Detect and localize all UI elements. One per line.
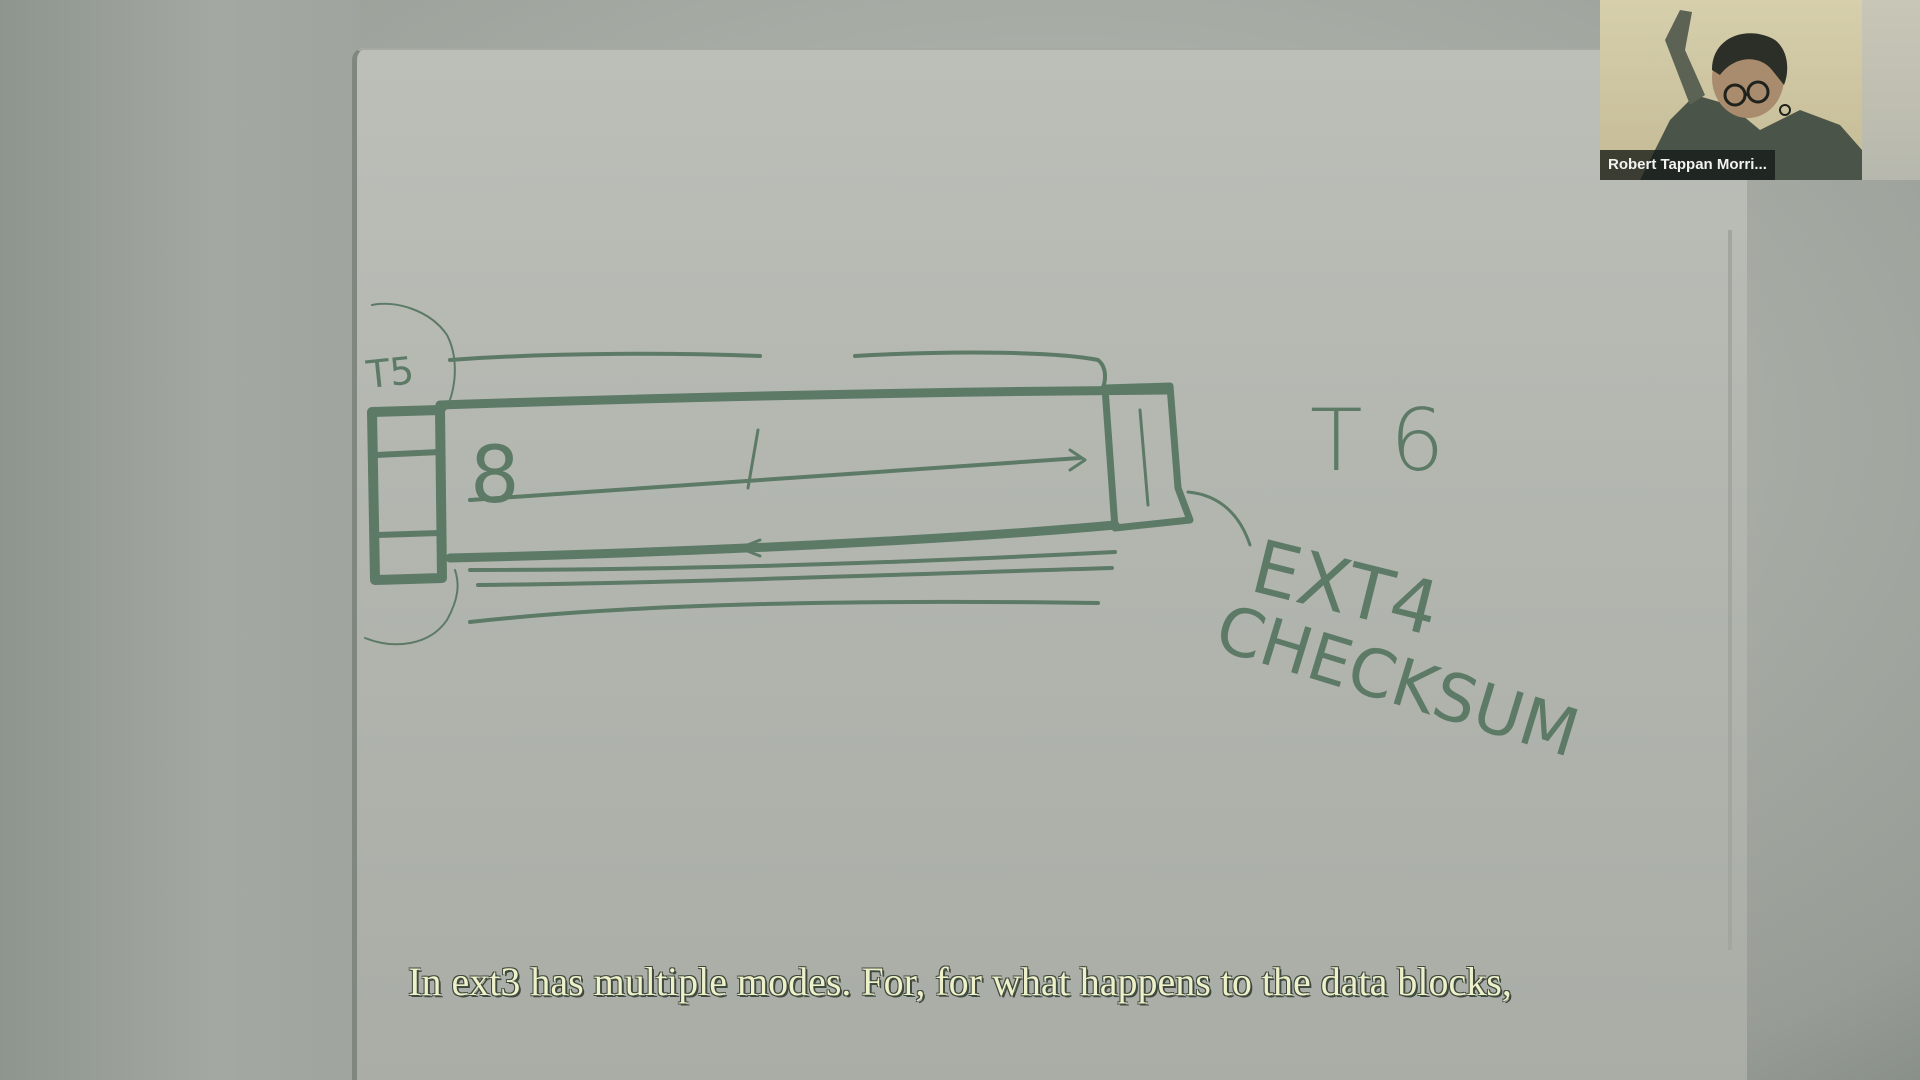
left-block bbox=[367, 405, 447, 585]
video-tile-edge bbox=[1862, 0, 1920, 180]
label-t5: T5 bbox=[363, 348, 416, 397]
background-wall bbox=[0, 0, 360, 1080]
label-eight: 8 bbox=[470, 431, 520, 521]
whiteboard-edge bbox=[1728, 230, 1732, 950]
checksum-block-inner bbox=[1138, 408, 1150, 507]
left-block-divider bbox=[373, 449, 443, 538]
right-arrow bbox=[1068, 448, 1087, 472]
log-bottom-line bbox=[468, 599, 1100, 624]
inner-line-2 bbox=[468, 550, 1117, 572]
whiteboard bbox=[352, 48, 1747, 1080]
label-t6: T 6 bbox=[1310, 391, 1445, 491]
inner-line-1 bbox=[468, 456, 1082, 502]
participant-name-label: Robert Tappan Morri... bbox=[1600, 150, 1775, 180]
main-box-bottom bbox=[445, 520, 1120, 563]
log-upper-line-right bbox=[853, 350, 1107, 394]
checksum-block bbox=[1101, 382, 1194, 532]
main-box-top bbox=[435, 385, 1173, 410]
log-upper-line bbox=[448, 351, 762, 362]
left-arrow bbox=[738, 538, 762, 558]
participant-video-tile[interactable]: Robert Tappan Morri... bbox=[1600, 0, 1862, 180]
pointer-arrow bbox=[1186, 490, 1252, 547]
t5-circle bbox=[371, 302, 456, 411]
inner-line-3 bbox=[476, 566, 1114, 587]
subtitle-caption: In ext3 has multiple modes. For, for wha… bbox=[408, 959, 1512, 1004]
bracket-lower-circle bbox=[364, 569, 459, 646]
tick-mark bbox=[746, 428, 760, 490]
